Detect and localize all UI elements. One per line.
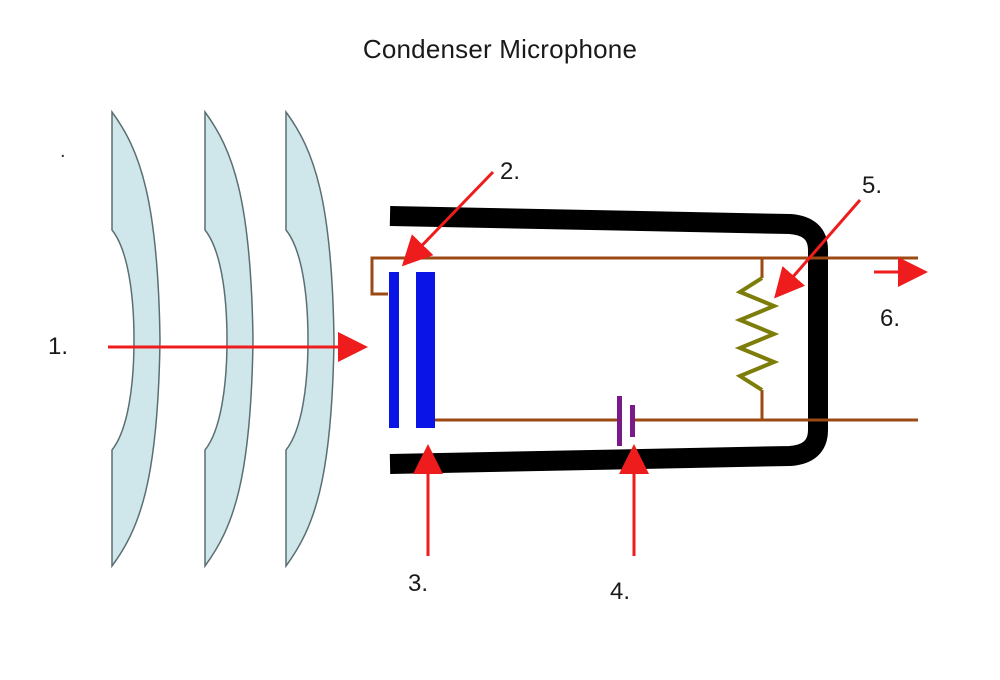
microphone-housing	[389, 206, 828, 474]
circuit-wiring	[370, 256, 918, 422]
top-wire	[370, 256, 918, 296]
sound-waves	[111, 109, 335, 569]
stray-dot: .	[60, 140, 66, 162]
label-backplate: 3.	[408, 570, 429, 597]
sound-wave-1	[111, 109, 161, 569]
arrow-diaphragm	[401, 170, 495, 267]
backplate	[416, 272, 435, 428]
battery-short-plate	[630, 405, 635, 437]
resistor-symbol	[734, 276, 780, 392]
label-resistor: 5.	[862, 172, 883, 199]
sound-wave-2	[204, 109, 254, 569]
label-battery: 4.	[610, 578, 631, 605]
diaphragm-plate	[389, 272, 399, 428]
battery-long-plate	[617, 396, 622, 446]
pointer-arrows	[108, 170, 928, 556]
label-diaphragm: 2.	[500, 158, 521, 185]
sound-wave-3	[285, 109, 335, 569]
arrow-resistor	[774, 199, 862, 299]
label-sound-waves: 1.	[48, 333, 69, 360]
diagram-title: Condenser Microphone	[362, 34, 638, 64]
battery-symbol	[617, 396, 635, 446]
label-output: 6.	[880, 305, 901, 332]
